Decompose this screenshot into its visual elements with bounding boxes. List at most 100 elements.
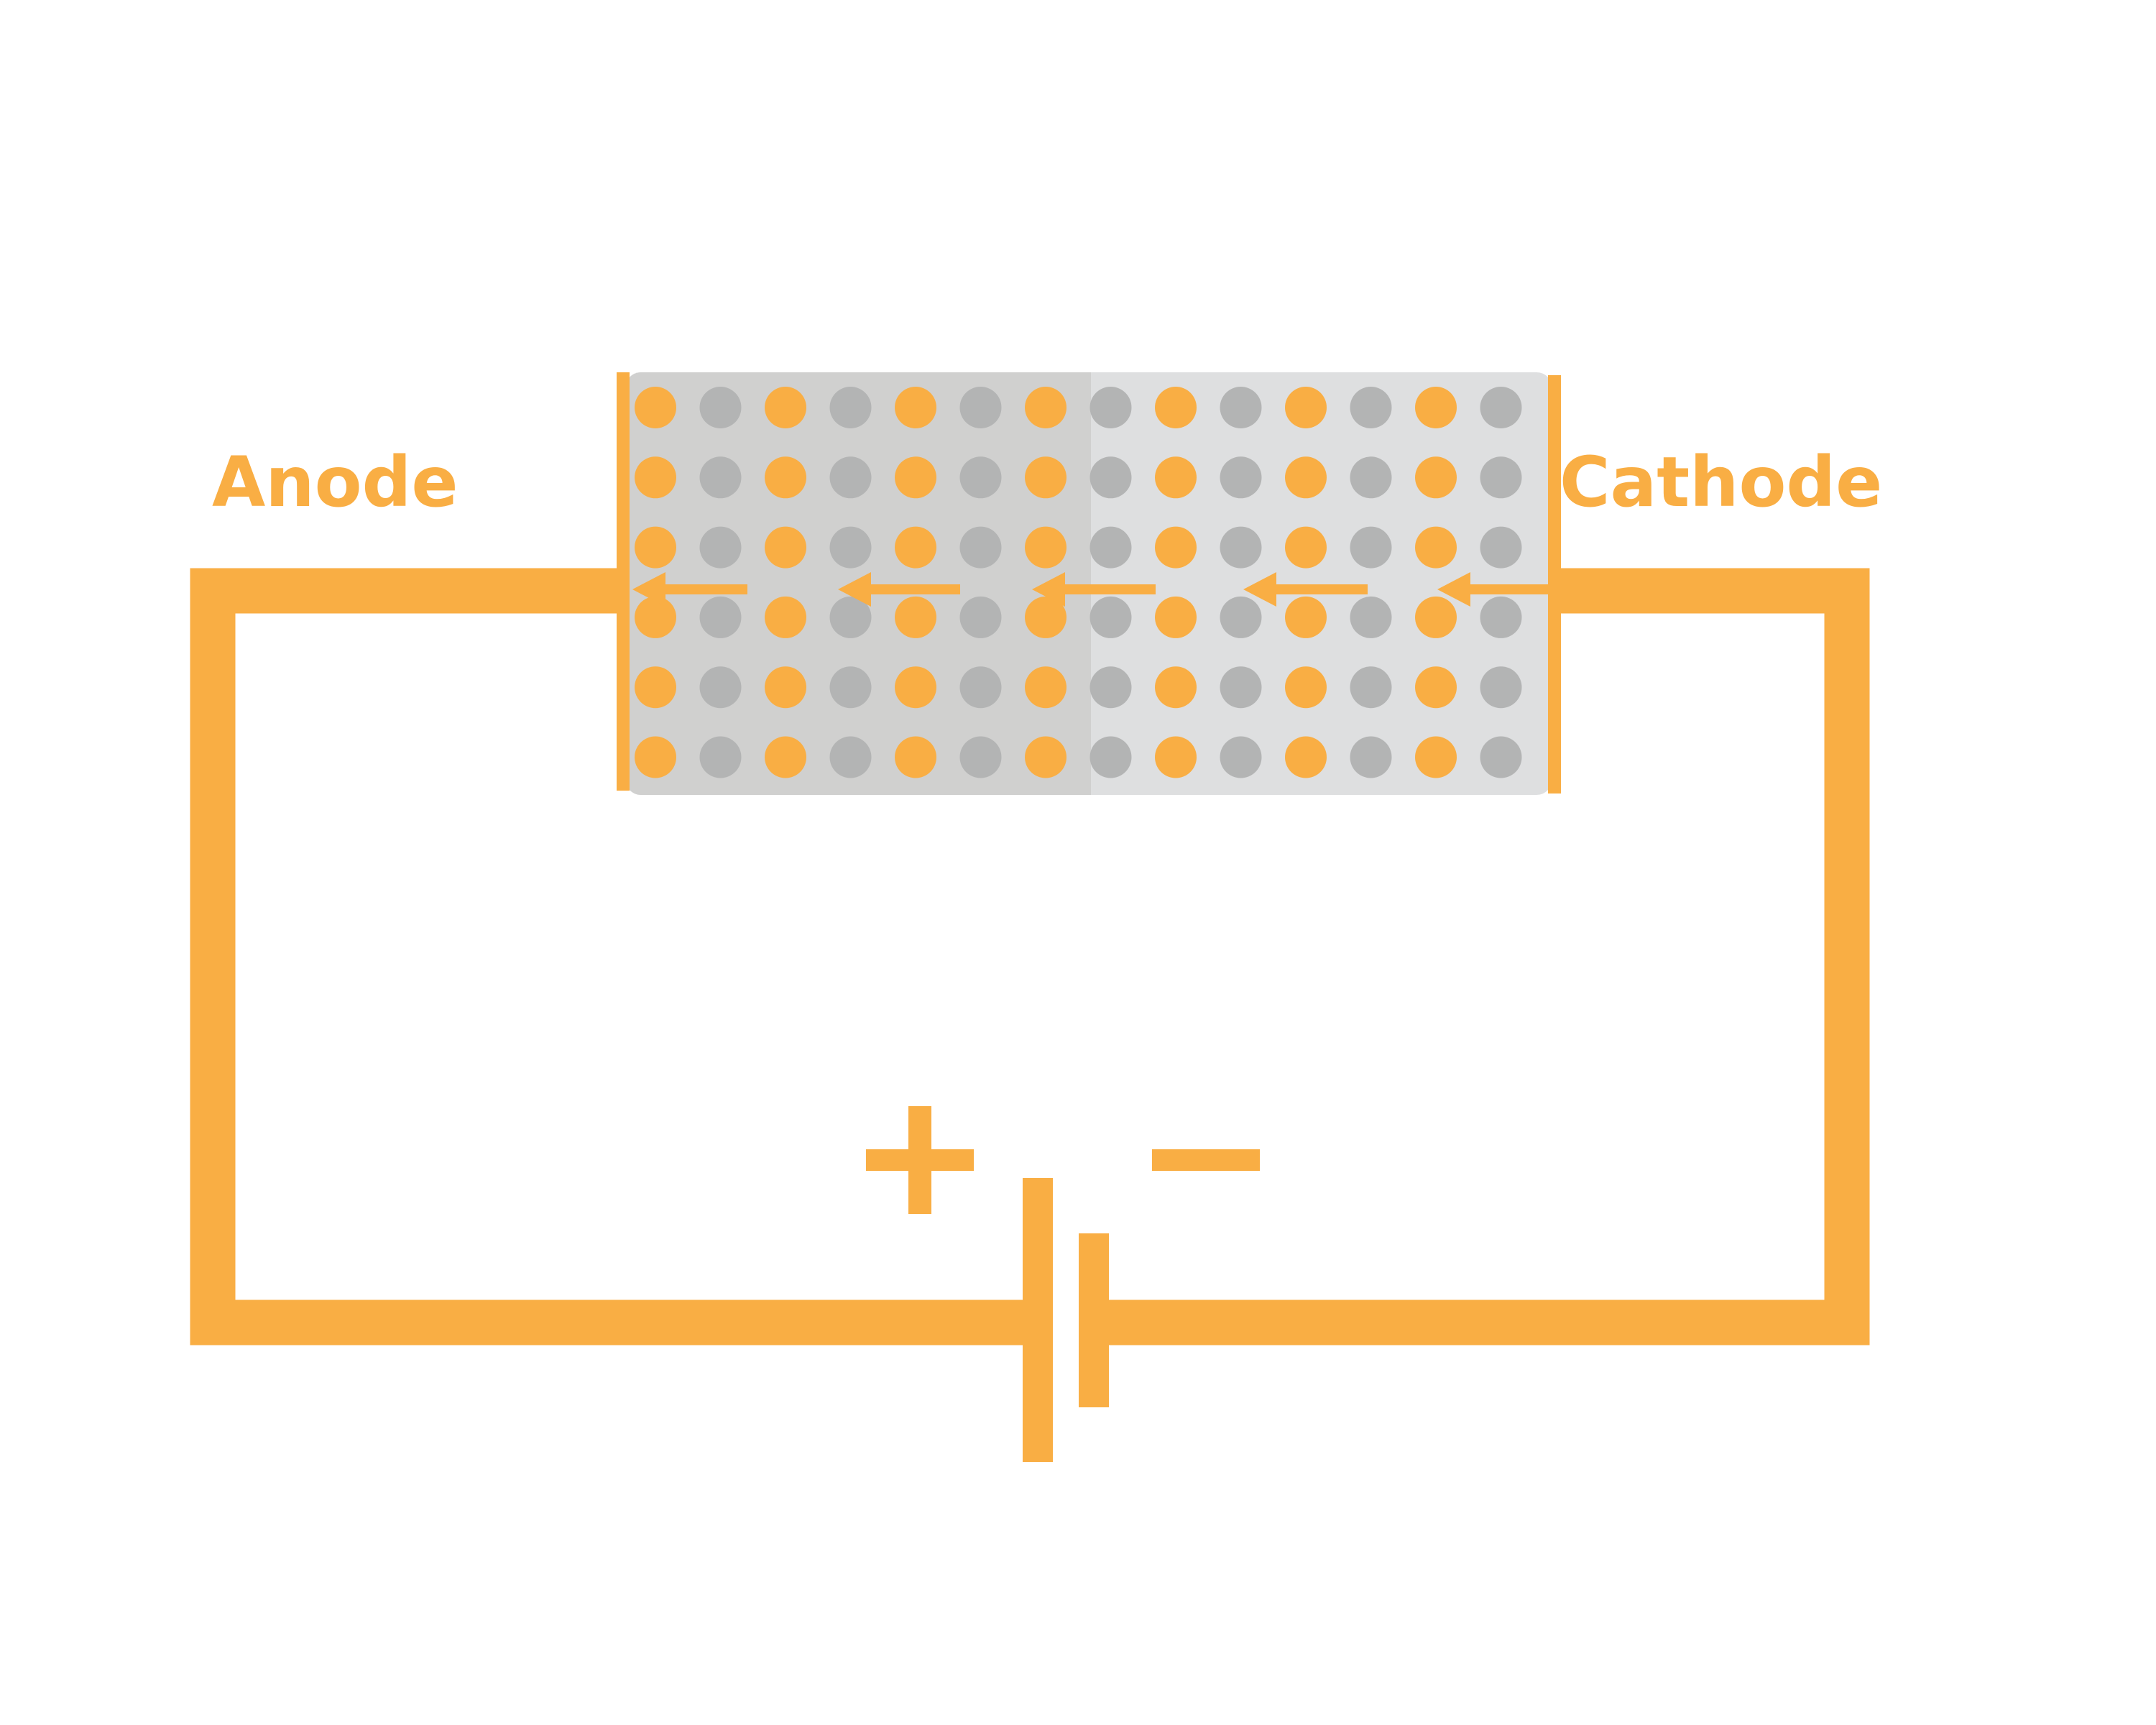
charge-dot-orange bbox=[1155, 387, 1197, 428]
charge-dot-gray bbox=[959, 526, 1002, 569]
charge-dot-gray bbox=[699, 387, 742, 428]
charge-dot-orange bbox=[1415, 526, 1457, 569]
charge-dot-gray bbox=[1220, 526, 1262, 569]
cathode-electrode bbox=[1548, 375, 1561, 794]
charge-dot-gray bbox=[699, 596, 742, 638]
charge-dot-gray bbox=[1480, 736, 1522, 778]
charge-dot-gray bbox=[1089, 596, 1132, 638]
charge-dot-orange bbox=[895, 736, 936, 778]
charge-dot-orange bbox=[635, 596, 676, 638]
charge-dot-orange bbox=[1285, 596, 1327, 638]
electron-flow-arrow bbox=[632, 572, 747, 607]
charge-dot-gray bbox=[1350, 456, 1392, 499]
charge-dot-orange bbox=[1415, 736, 1457, 778]
charge-dot-orange bbox=[895, 387, 936, 428]
charge-dot-gray bbox=[1350, 666, 1392, 709]
charge-dot-orange bbox=[1025, 736, 1067, 778]
semiconductor-block bbox=[625, 372, 1552, 795]
charge-dot-gray bbox=[1350, 526, 1392, 569]
charge-dot-orange bbox=[765, 526, 806, 569]
charge-dot-gray bbox=[1220, 666, 1262, 709]
anode-electrode bbox=[617, 372, 630, 791]
charge-dot-gray bbox=[1089, 387, 1132, 428]
charge-dot-orange bbox=[1415, 456, 1457, 499]
charge-dot-orange bbox=[1155, 456, 1197, 499]
charge-dot-orange bbox=[765, 666, 806, 709]
charge-dot-gray bbox=[829, 456, 872, 499]
charge-dot-gray bbox=[1220, 456, 1262, 499]
charge-dot-gray bbox=[699, 666, 742, 709]
charge-dot-orange bbox=[1285, 736, 1327, 778]
charge-dot-orange bbox=[1025, 666, 1067, 709]
battery-negative-plate bbox=[1079, 1233, 1109, 1407]
charge-dot-gray bbox=[1480, 456, 1522, 499]
cathode-label: Cathode bbox=[1560, 442, 1882, 523]
anode-label: Anode bbox=[212, 442, 458, 523]
charge-dot-orange bbox=[1285, 387, 1327, 428]
charge-dot-orange bbox=[1285, 666, 1327, 709]
charge-dot-orange bbox=[1025, 456, 1067, 499]
battery: + − bbox=[866, 1106, 1260, 1462]
electron-flow-arrow bbox=[1243, 572, 1368, 607]
charge-dot-gray bbox=[1480, 387, 1522, 428]
charge-dot-gray bbox=[1220, 596, 1262, 638]
electron-flow-arrow bbox=[1032, 572, 1156, 607]
electron-flow-arrow bbox=[1437, 572, 1548, 607]
charge-dot-orange bbox=[635, 526, 676, 569]
charge-dot-orange bbox=[765, 596, 806, 638]
charge-dot-orange bbox=[1285, 526, 1327, 569]
charge-dot-gray bbox=[1350, 736, 1392, 778]
charge-dot-orange bbox=[1155, 666, 1197, 709]
charge-dot-gray bbox=[1480, 596, 1522, 638]
charge-dot-gray bbox=[699, 736, 742, 778]
charge-dot-orange bbox=[1155, 736, 1197, 778]
charge-dot-gray bbox=[1350, 387, 1392, 428]
charge-dot-orange bbox=[1025, 596, 1067, 638]
charge-dot-orange bbox=[1285, 456, 1327, 499]
charge-dot-orange bbox=[765, 387, 806, 428]
charge-dot-orange bbox=[1415, 596, 1457, 638]
charge-dot-gray bbox=[829, 666, 872, 709]
charge-dot-orange bbox=[895, 596, 936, 638]
charge-dot-gray bbox=[1089, 666, 1132, 709]
charge-dot-gray bbox=[959, 387, 1002, 428]
charge-dot-gray bbox=[699, 526, 742, 569]
positive-terminal-symbol: + bbox=[866, 1106, 974, 1214]
charge-dot-orange bbox=[1415, 666, 1457, 709]
charge-dot-gray bbox=[699, 456, 742, 499]
electron-flow-arrows bbox=[632, 572, 1548, 607]
charge-dot-orange bbox=[1155, 526, 1197, 569]
charge-dot-gray bbox=[1089, 736, 1132, 778]
charge-dot-orange bbox=[1155, 596, 1197, 638]
dot-grid bbox=[635, 387, 1522, 778]
battery-positive-plate bbox=[1023, 1178, 1053, 1462]
charge-dot-gray bbox=[1480, 526, 1522, 569]
charge-dot-gray bbox=[959, 736, 1002, 778]
charge-dot-orange bbox=[1415, 387, 1457, 428]
charge-dot-orange bbox=[635, 387, 676, 428]
negative-terminal-symbol: − bbox=[1152, 1149, 1260, 1171]
electron-flow-arrow bbox=[838, 572, 960, 607]
charge-dot-gray bbox=[829, 387, 872, 428]
charge-dot-orange bbox=[895, 456, 936, 499]
charge-dot-orange bbox=[1025, 387, 1067, 428]
charge-dot-orange bbox=[635, 666, 676, 709]
charge-dot-orange bbox=[635, 456, 676, 499]
charge-dot-orange bbox=[765, 456, 806, 499]
charge-dot-gray bbox=[1089, 526, 1132, 569]
charge-dot-gray bbox=[1480, 666, 1522, 709]
charge-dot-gray bbox=[829, 596, 872, 638]
charge-dot-gray bbox=[1350, 596, 1392, 638]
charge-dot-orange bbox=[765, 736, 806, 778]
circuit-wire bbox=[190, 568, 1870, 1346]
charge-dot-orange bbox=[895, 526, 936, 569]
charge-dot-orange bbox=[1025, 526, 1067, 569]
charge-dot-gray bbox=[959, 666, 1002, 709]
charge-dot-gray bbox=[959, 596, 1002, 638]
charge-dot-gray bbox=[1089, 456, 1132, 499]
charge-dot-gray bbox=[829, 736, 872, 778]
charge-dot-gray bbox=[1220, 736, 1262, 778]
charge-dot-orange bbox=[635, 736, 676, 778]
charge-dot-gray bbox=[829, 526, 872, 569]
